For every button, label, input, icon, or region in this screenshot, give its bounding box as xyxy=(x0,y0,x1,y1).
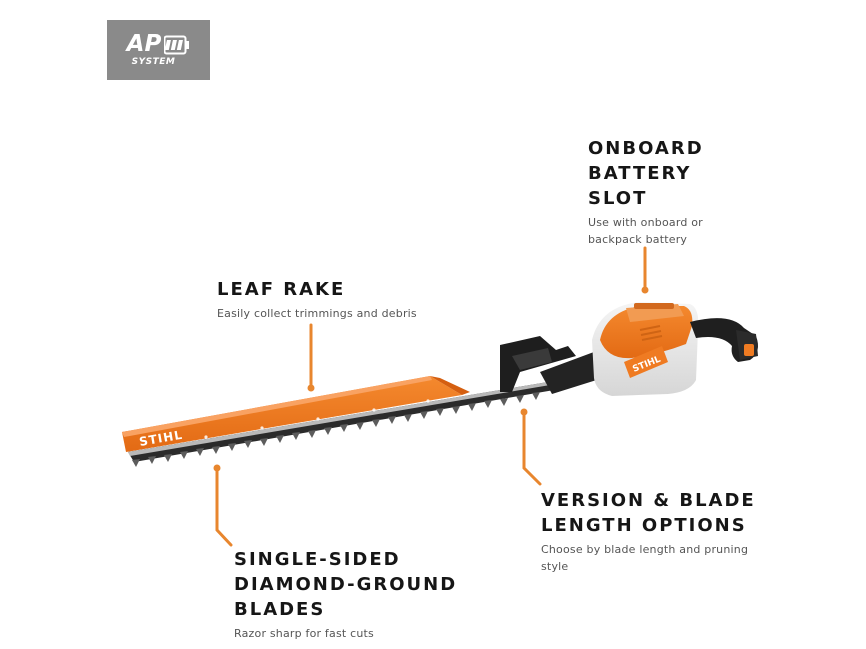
leader-dot-battery xyxy=(641,286,649,294)
description-line: style xyxy=(541,560,569,573)
description-line: Easily collect trimmings and debris xyxy=(217,307,417,320)
callout-version-blade-length: VERSION & BLADE LENGTH OPTIONS Choose by… xyxy=(541,488,771,575)
title-line: ONBOARD xyxy=(588,138,704,159)
callout-onboard-battery-slot: ONBOARD BATTERY SLOT Use with onboard or… xyxy=(588,136,788,248)
title-line: SLOT xyxy=(588,188,648,209)
description-line: Razor sharp for fast cuts xyxy=(234,627,374,640)
ap-system-badge: AP SYSTEM xyxy=(107,20,210,80)
badge-title: AP xyxy=(126,31,162,57)
callout-leaf-rake: LEAF RAKE Easily collect trimmings and d… xyxy=(217,277,477,322)
blade-bar xyxy=(128,380,566,467)
title-line: SINGLE-SIDED xyxy=(234,549,401,570)
title-line: BATTERY xyxy=(588,163,692,184)
callout-description: Choose by blade length and pruning style xyxy=(541,541,771,575)
badge-subtitle: SYSTEM xyxy=(131,57,176,67)
callout-description: Use with onboard or backpack battery xyxy=(588,214,788,248)
title-line: LEAF RAKE xyxy=(217,279,346,300)
description-line: Use with onboard or xyxy=(588,216,703,229)
description-line: backpack battery xyxy=(588,233,688,246)
callout-description: Easily collect trimmings and debris xyxy=(217,305,477,322)
badge-top-row: AP xyxy=(127,33,191,56)
callout-title: VERSION & BLADE LENGTH OPTIONS xyxy=(541,488,771,538)
callout-description: Razor sharp for fast cuts xyxy=(234,625,494,642)
title-line: BLADES xyxy=(234,599,326,620)
title-line: VERSION & BLADE xyxy=(541,490,756,511)
description-line: Choose by blade length and pruning xyxy=(541,543,749,556)
callout-title: LEAF RAKE xyxy=(217,277,477,302)
leaf-rake-shield: STIHL xyxy=(122,376,470,452)
callout-title: ONBOARD BATTERY SLOT xyxy=(588,136,788,211)
callout-single-sided-blades: SINGLE-SIDED DIAMOND-GROUND BLADES Razor… xyxy=(234,547,494,642)
title-line: DIAMOND-GROUND xyxy=(234,574,458,595)
leader-dot-leaf-rake xyxy=(307,384,315,392)
motor-housing: STIHL xyxy=(500,302,758,396)
leader-line-blades xyxy=(215,466,233,547)
leader-dot-blades xyxy=(213,464,221,472)
leader-lines xyxy=(213,246,649,547)
leader-dot-version xyxy=(520,408,528,416)
callout-title: SINGLE-SIDED DIAMOND-GROUND BLADES xyxy=(234,547,494,622)
leader-line-version xyxy=(522,410,542,486)
title-line: LENGTH OPTIONS xyxy=(541,515,747,536)
battery-icon xyxy=(164,35,190,54)
